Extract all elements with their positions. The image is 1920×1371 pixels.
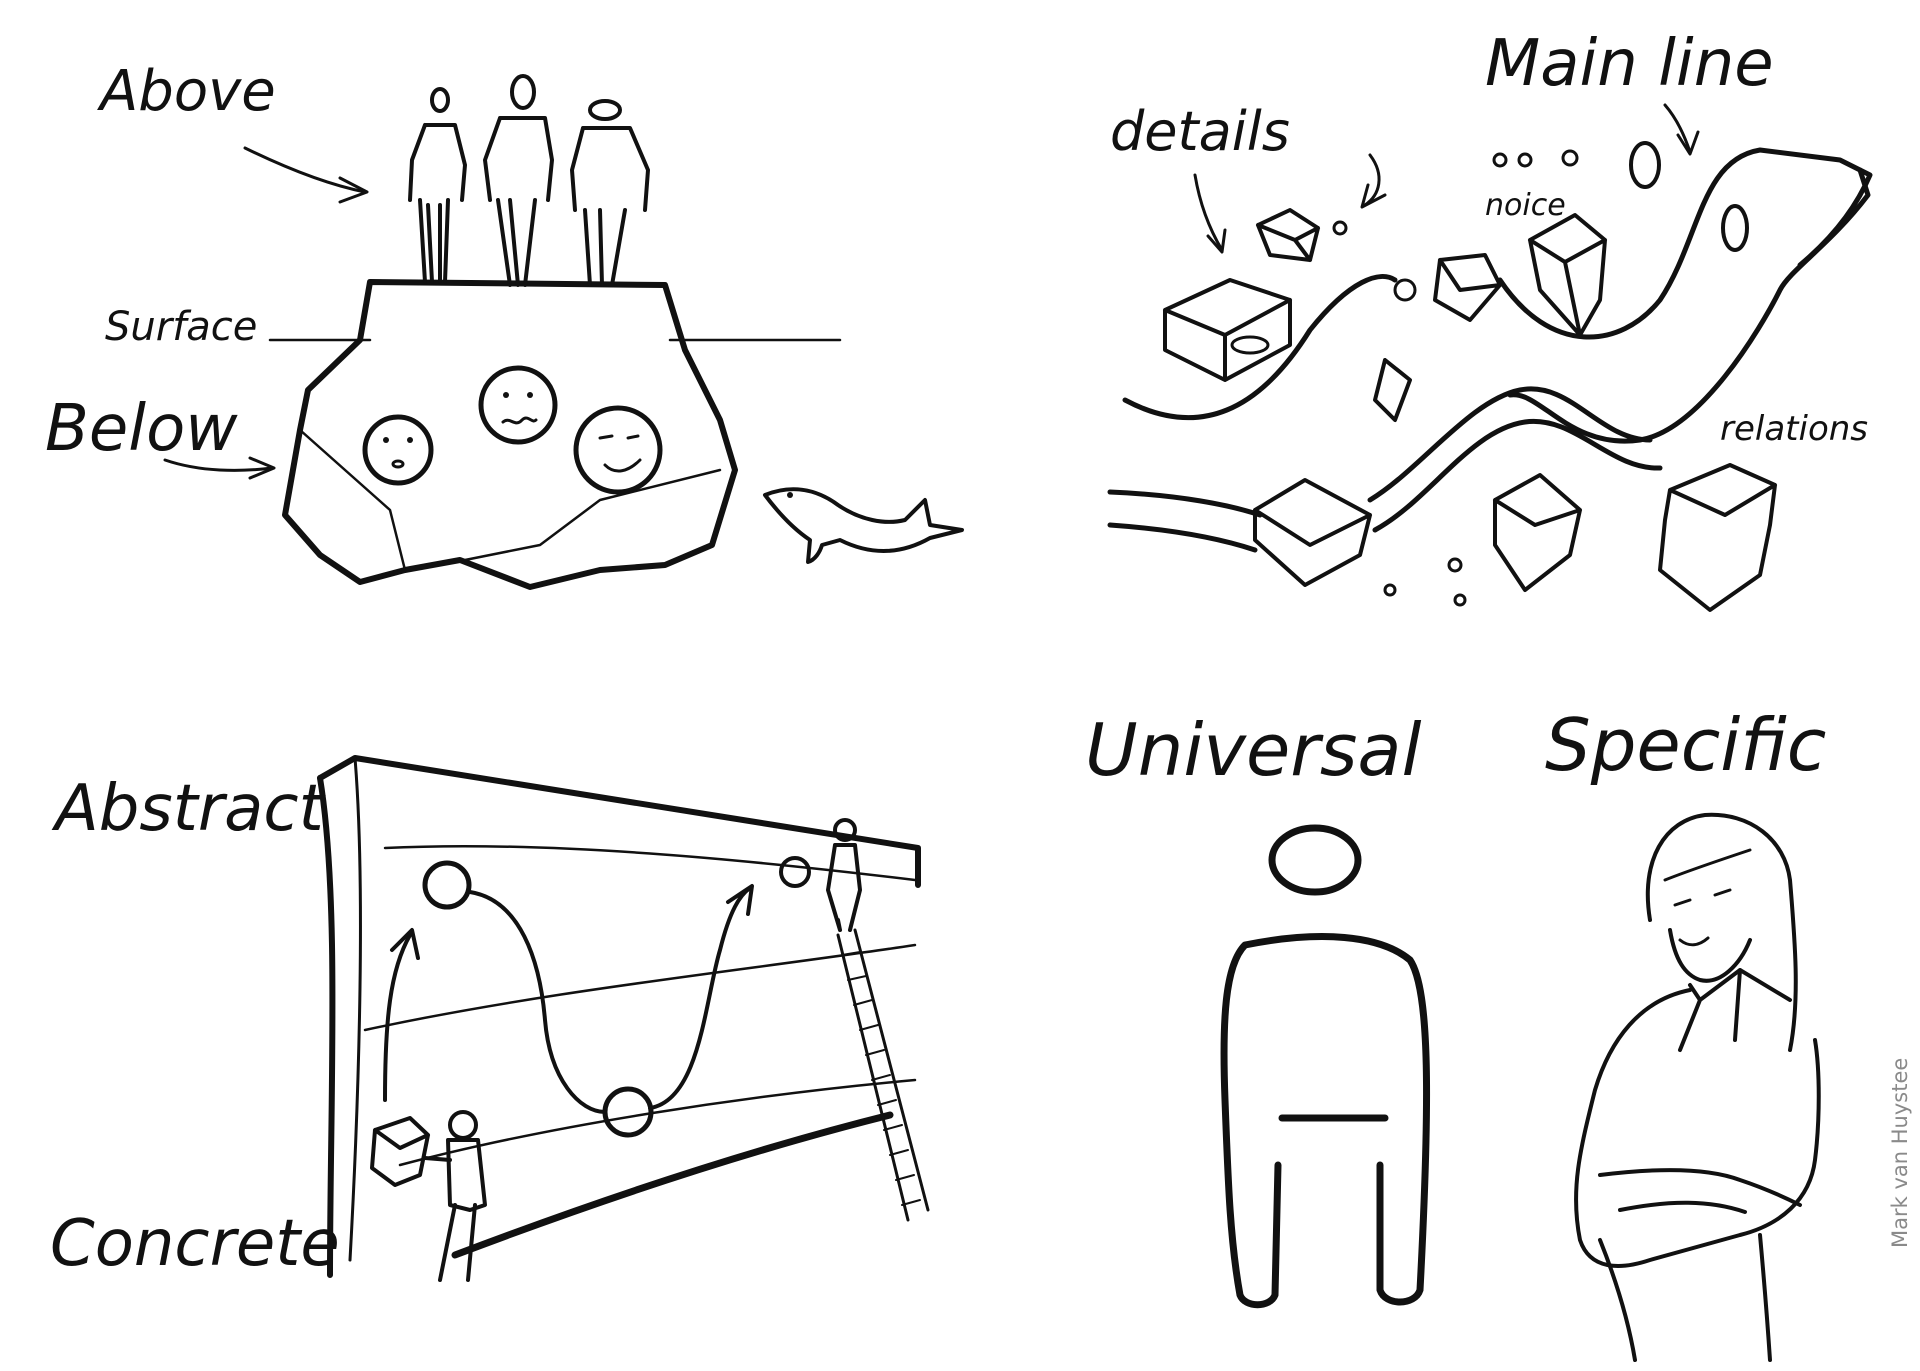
puzzle-cube-right [1658,463,1777,612]
relations-ribbon-bottom [1107,418,1663,553]
specific-figure-woman [1574,812,1821,1362]
below-arrowhead [248,456,276,480]
shard-center [1373,358,1412,422]
above-arrowhead [338,176,369,204]
person-with-cube [370,1110,487,1282]
universal-label: Universal [1085,708,1421,792]
artist-credit: Mark van Huystee [1888,1057,1912,1248]
universal-figure-head [1268,824,1362,896]
wall-bottom-edge [451,1111,894,1259]
surface-label: Surface [105,304,257,350]
person-on-ladder [779,818,862,932]
cube-lower-middle [1493,473,1582,592]
woman-collar [1678,968,1792,1052]
noise-label: noice [1485,188,1566,223]
specific-label: Specific [1545,703,1826,787]
noise-dots [1332,149,1579,607]
wall-top-edge [317,755,921,888]
cube-noise [1433,253,1502,322]
path-up [648,886,752,1110]
woman-torso [1574,988,1821,1268]
wall-left-inner [348,756,362,1262]
relations-label: relations [1720,409,1868,449]
main-line-upper-ribbon-left [1122,274,1398,421]
dolphin [763,487,964,564]
barrel-fragment [1721,204,1749,252]
main-line-lower-edge [1507,167,1871,444]
details-arrowhead-left [1206,228,1227,254]
universal-figure-body [1220,933,1431,1309]
woman-hair [1645,812,1798,1052]
woman-lower-body [1598,1233,1772,1362]
path-up-arrowhead [726,884,754,916]
wall-left-edge [317,775,336,1278]
details-arrow-right [1363,153,1381,207]
cube-details-small [1256,208,1320,262]
above-label: Above [97,59,276,124]
cube-details-left [1163,278,1292,382]
details-arrowhead-right [1360,183,1387,209]
below-label: Below [45,392,238,466]
people-above [408,74,650,287]
ladder-rungs [841,951,921,1206]
face-smile [573,405,663,495]
wall-guidelines [363,844,917,1167]
dolphin-eye [787,492,793,498]
ladder-panel: Abstract Concrete [50,755,930,1282]
main-line-arrow [1663,103,1692,154]
puzzle-cube-left [1253,478,1372,587]
main-line-panel: Main line details noice relations [1107,27,1873,612]
abstract-node-left [422,860,472,910]
below-arrow [163,458,274,472]
main-line-arrowhead [1676,130,1700,156]
abstract-label: Abstract [51,772,327,846]
path-down [468,890,607,1114]
person-left [408,87,467,284]
main-line-label: Main line [1485,27,1774,101]
universal-specific-panel: Universal Specific [1085,703,1826,1362]
woman-mouth [1678,936,1710,947]
arrow-up-left [383,933,412,1102]
woman-jaw [1668,928,1752,983]
relations-ribbon-top [1107,386,1653,518]
details-label: details [1110,100,1290,163]
ladder-rails [836,928,930,1222]
cylinder-top [1629,141,1661,189]
above-arrow [243,146,367,194]
cube-tall [1528,213,1607,337]
details-arrow-left [1193,173,1224,252]
concrete-node [602,1086,654,1138]
woman-face-features [1663,848,1752,907]
iceberg-facets [298,428,722,572]
iceberg-panel: Above Surface Below [45,59,964,590]
person-right [570,99,650,287]
iceberg-shape [282,279,738,590]
concrete-label: Concrete [50,1207,340,1281]
arrow-up-left-head [390,928,420,960]
woman-crossed-arms [1598,1168,1802,1214]
person-middle [483,74,554,287]
face-wavy [478,365,558,445]
face-worried [362,414,434,486]
